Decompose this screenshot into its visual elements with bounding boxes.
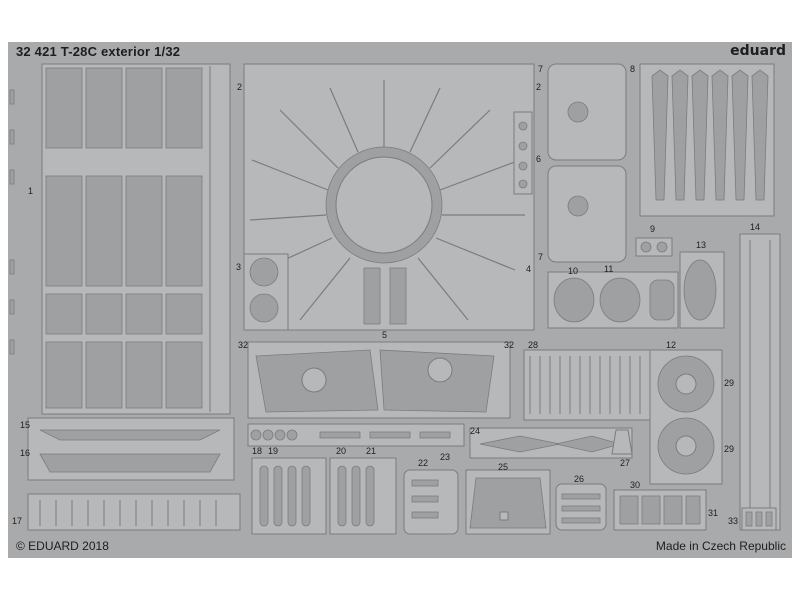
part-number-13: 13 <box>696 240 707 250</box>
part-number-19: 19 <box>268 446 279 456</box>
part-number-26: 26 <box>574 474 585 484</box>
part-number-20: 20 <box>336 446 347 456</box>
part-30-31-grid <box>613 489 707 531</box>
part-number-22: 22 <box>418 458 429 468</box>
part-number-32a: 32 <box>238 340 249 350</box>
part-number-2b: 2 <box>536 82 542 92</box>
part-number-25: 25 <box>498 462 509 472</box>
part-13-vent <box>679 251 725 329</box>
part-number-3: 3 <box>236 262 242 272</box>
part-4-cowl-panel <box>243 63 535 331</box>
part-number-5: 5 <box>382 330 388 340</box>
part-number-31: 31 <box>708 508 719 518</box>
part-12-29-rings <box>649 349 723 485</box>
part-22-plate <box>403 469 459 535</box>
part-number-4: 4 <box>526 264 532 274</box>
part-28-comb <box>523 349 655 421</box>
part-33-small <box>741 507 777 531</box>
part-9-small <box>635 237 673 257</box>
part-24-bracket <box>469 427 633 459</box>
part-number-15: 15 <box>20 420 31 430</box>
brand-logo: eduard <box>730 43 786 59</box>
copyright-notice: © EDUARD 2018 <box>16 539 109 553</box>
part-number-10: 10 <box>568 266 579 276</box>
part-27-small <box>611 429 633 455</box>
part-number-8: 8 <box>630 64 636 74</box>
part-number-29a: 29 <box>724 378 735 388</box>
part-18-23-row <box>247 423 465 447</box>
part-20-vents <box>329 457 397 535</box>
part-7-panels <box>547 63 627 263</box>
part-number-32b: 32 <box>504 340 515 350</box>
part-number-1: 1 <box>28 186 34 196</box>
part-number-24: 24 <box>470 426 481 436</box>
part-number-6: 6 <box>536 154 542 164</box>
part-number-16: 16 <box>20 448 31 458</box>
part-15-16-strips <box>27 417 235 481</box>
part-number-27: 27 <box>620 458 631 468</box>
part-number-21: 21 <box>366 446 377 456</box>
part-number-9: 9 <box>650 224 656 234</box>
part-26-plate <box>555 483 607 531</box>
part-number-2a: 2 <box>237 82 243 92</box>
sheet-title: 32 421 T-28C exterior 1/32 <box>16 44 181 59</box>
part-number-7b: 7 <box>538 252 544 262</box>
part-6-strip <box>513 111 533 195</box>
left-edge-tabs <box>9 89 15 355</box>
part-1-panel <box>41 63 231 415</box>
part-number-33: 33 <box>728 516 739 526</box>
part-number-12: 12 <box>666 340 677 350</box>
part-number-28: 28 <box>528 340 539 350</box>
made-in-label: Made in Czech Republic <box>655 539 786 553</box>
part-14-strips <box>739 233 781 531</box>
part-number-23: 23 <box>440 452 451 462</box>
part-17-row <box>27 493 241 531</box>
part-32-covers <box>247 341 511 419</box>
part-10-11-grilles <box>547 271 679 329</box>
part-number-14: 14 <box>750 222 761 232</box>
part-3-rings <box>243 253 289 331</box>
part-number-30: 30 <box>630 480 641 490</box>
part-number-17: 17 <box>12 516 23 526</box>
part-number-18: 18 <box>252 446 263 456</box>
part-number-11: 11 <box>604 264 614 274</box>
part-number-29b: 29 <box>724 444 735 454</box>
part-number-7a: 7 <box>538 64 544 74</box>
part-19-vents <box>251 457 327 535</box>
part-8-hinges <box>639 63 775 217</box>
part-25-panel <box>465 469 551 535</box>
